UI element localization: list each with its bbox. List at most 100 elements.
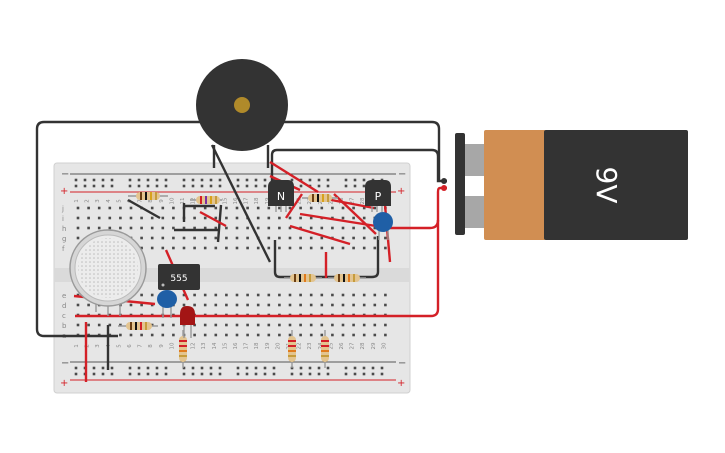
rail-hole[interactable]	[101, 372, 105, 376]
breadboard-hole[interactable]	[362, 303, 366, 307]
breadboard-hole[interactable]	[288, 236, 292, 240]
rail-hole[interactable]	[317, 366, 321, 370]
rail-hole[interactable]	[182, 372, 186, 376]
breadboard-hole[interactable]	[246, 303, 249, 307]
rail-hole[interactable]	[344, 178, 348, 182]
breadboard-hole[interactable]	[352, 333, 355, 337]
breadboard-hole[interactable]	[278, 333, 281, 337]
rail-hole[interactable]	[245, 366, 249, 370]
breadboard-hole[interactable]	[246, 226, 249, 230]
breadboard-hole[interactable]	[309, 226, 313, 230]
rail-hole[interactable]	[353, 178, 357, 182]
rail-hole[interactable]	[326, 366, 330, 370]
breadboard-hole[interactable]	[246, 333, 249, 337]
breadboard-hole[interactable]	[76, 323, 80, 327]
breadboard-hole[interactable]	[225, 333, 228, 337]
breadboard-hole[interactable]	[161, 206, 165, 210]
breadboard-hole[interactable]	[150, 236, 154, 240]
breadboard-hole[interactable]	[246, 236, 249, 240]
rail-hole[interactable]	[371, 372, 375, 376]
breadboard-hole[interactable]	[225, 323, 228, 327]
rail-hole[interactable]	[164, 178, 168, 182]
battery-9v[interactable]: 9V	[455, 130, 688, 240]
ic-555[interactable]: 555	[158, 264, 200, 290]
breadboard-hole[interactable]	[193, 293, 196, 297]
rail-hole[interactable]	[137, 178, 141, 182]
breadboard-hole[interactable]	[341, 236, 345, 240]
breadboard-hole[interactable]	[203, 303, 207, 307]
breadboard-hole[interactable]	[108, 206, 112, 210]
rail-hole[interactable]	[218, 184, 222, 188]
breadboard-hole[interactable]	[214, 216, 218, 220]
breadboard-hole[interactable]	[193, 216, 196, 220]
breadboard-hole[interactable]	[225, 236, 228, 240]
rail-hole[interactable]	[245, 178, 249, 182]
rail-hole[interactable]	[218, 366, 222, 370]
breadboard-hole[interactable]	[299, 293, 302, 297]
rail-hole[interactable]	[74, 178, 78, 182]
breadboard-hole[interactable]	[161, 216, 165, 220]
resistor-vertical-2[interactable]	[288, 330, 296, 368]
breadboard-hole[interactable]	[362, 236, 366, 240]
rail-hole[interactable]	[101, 184, 105, 188]
breadboard-hole[interactable]	[299, 236, 302, 240]
rail-hole[interactable]	[263, 372, 267, 376]
breadboard-hole[interactable]	[193, 333, 196, 337]
breadboard-hole[interactable]	[193, 206, 196, 210]
breadboard-hole[interactable]	[140, 333, 143, 337]
breadboard-hole[interactable]	[278, 206, 281, 210]
rail-hole[interactable]	[263, 184, 267, 188]
rail-hole[interactable]	[353, 184, 357, 188]
breadboard-hole[interactable]	[225, 226, 228, 230]
breadboard-hole[interactable]	[331, 293, 334, 297]
breadboard-hole[interactable]	[203, 216, 207, 220]
breadboard-hole[interactable]	[182, 293, 186, 297]
rail-hole[interactable]	[164, 366, 168, 370]
breadboard-hole[interactable]	[320, 333, 324, 337]
rail-hole[interactable]	[317, 178, 321, 182]
breadboard-hole[interactable]	[267, 206, 271, 210]
rail-hole[interactable]	[137, 184, 141, 188]
breadboard-hole[interactable]	[97, 216, 101, 220]
rail-hole[interactable]	[254, 366, 258, 370]
breadboard-hole[interactable]	[320, 226, 324, 230]
breadboard-hole[interactable]	[172, 226, 175, 230]
breadboard-hole[interactable]	[331, 226, 334, 230]
breadboard-hole[interactable]	[150, 246, 154, 250]
breadboard-hole[interactable]	[256, 226, 260, 230]
breadboard-hole[interactable]	[341, 303, 345, 307]
rail-hole[interactable]	[308, 372, 312, 376]
breadboard-hole[interactable]	[129, 226, 133, 230]
breadboard-hole[interactable]	[362, 206, 366, 210]
rail-hole[interactable]	[83, 184, 87, 188]
rail-hole[interactable]	[326, 184, 330, 188]
breadboard-hole[interactable]	[256, 206, 260, 210]
breadboard-hole[interactable]	[119, 323, 122, 327]
breadboard-hole[interactable]	[362, 226, 366, 230]
breadboard-hole[interactable]	[235, 303, 239, 307]
breadboard-hole[interactable]	[150, 226, 154, 230]
rail-hole[interactable]	[146, 184, 150, 188]
breadboard-hole[interactable]	[320, 323, 324, 327]
breadboard-hole[interactable]	[267, 303, 271, 307]
breadboard-hole[interactable]	[309, 303, 313, 307]
breadboard-hole[interactable]	[140, 303, 143, 307]
breadboard-hole[interactable]	[140, 236, 143, 240]
rail-hole[interactable]	[74, 366, 78, 370]
breadboard-hole[interactable]	[119, 216, 122, 220]
breadboard-hole[interactable]	[267, 236, 271, 240]
breadboard-hole[interactable]	[373, 323, 377, 327]
rail-hole[interactable]	[137, 366, 141, 370]
breadboard-hole[interactable]	[214, 303, 218, 307]
rail-hole[interactable]	[308, 178, 312, 182]
resistor-4[interactable]	[284, 274, 322, 282]
breadboard-hole[interactable]	[373, 303, 377, 307]
rail-hole[interactable]	[254, 178, 258, 182]
rail-hole[interactable]	[155, 366, 159, 370]
breadboard-hole[interactable]	[299, 246, 302, 250]
breadboard-hole[interactable]	[235, 333, 239, 337]
rail-hole[interactable]	[110, 178, 114, 182]
breadboard-hole[interactable]	[384, 236, 387, 240]
breadboard-hole[interactable]	[256, 303, 260, 307]
rail-hole[interactable]	[191, 366, 195, 370]
